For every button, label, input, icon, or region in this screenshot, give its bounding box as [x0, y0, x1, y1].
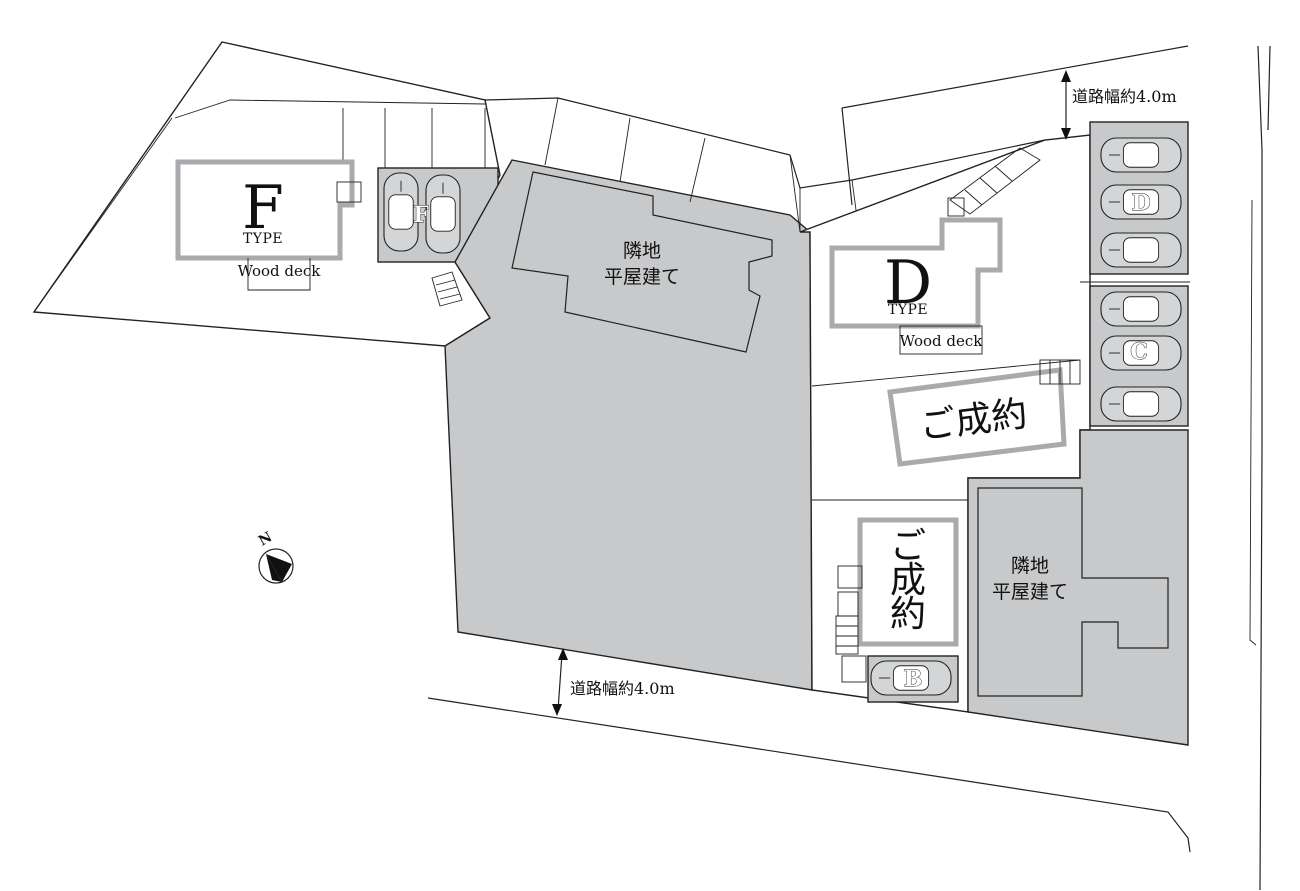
road-width-bottom: 道路幅約4.0m [552, 648, 675, 716]
house-d: D TYPE [829, 217, 1003, 329]
car-d-2 [1100, 184, 1182, 220]
wood-deck-d: Wood deck [899, 325, 984, 355]
car-c-3 [1100, 386, 1182, 422]
stairs-c [1039, 359, 1081, 385]
car-d-3 [1100, 232, 1182, 268]
north-compass-icon: N [256, 529, 294, 584]
neighbor-left-line2: 平屋建て [604, 266, 680, 288]
unit-d-letter: D [884, 248, 932, 318]
wood-deck-d-label: Wood deck [900, 332, 984, 350]
parking-d-badge: D [1131, 190, 1151, 217]
svg-text:C: C [1130, 339, 1148, 365]
unit-f-letter: F [242, 173, 284, 243]
road-right-edge [1249, 45, 1271, 891]
road-width-top-label: 道路幅約4.0m [1072, 87, 1177, 106]
svg-text:B: B [904, 666, 923, 692]
neighbor-left: 隣地 平屋建て [444, 159, 813, 691]
cars [383, 137, 1182, 696]
parking-f-badge: F [413, 202, 430, 229]
sold-lower-building: ご 成 約 [857, 517, 959, 647]
car-c-1 [1100, 291, 1182, 327]
neighbor-left-line1: 隣地 [623, 240, 661, 262]
svg-text:F: F [413, 202, 429, 228]
stairs-d [947, 147, 1041, 217]
car-b-1 [870, 660, 952, 696]
car-c-2 [1100, 335, 1182, 371]
wood-deck-f: Wood deck [238, 258, 322, 291]
stairs-b [835, 565, 867, 683]
parking-c-badge: C [1130, 339, 1148, 366]
sold-center-building: ご成約 [887, 367, 1067, 467]
lot-top-strip [484, 97, 1046, 233]
car-f-2 [425, 174, 461, 254]
wood-deck-f-label: Wood deck [238, 262, 322, 280]
unit-f-type-label: TYPE [243, 231, 283, 247]
sold-lower-line2: 成 [890, 560, 926, 601]
sold-lower-line1: ご [890, 526, 926, 567]
neighbor-right-line1: 隣地 [1011, 555, 1049, 577]
neighbor-right: 隣地 平屋建て [967, 429, 1189, 746]
road-width-bottom-label: 道路幅約4.0m [570, 679, 675, 698]
neighbor-right-line2: 平屋建て [992, 581, 1068, 603]
parking-b-badge: B [903, 666, 923, 693]
sold-lower-line3: 約 [890, 594, 926, 635]
car-f-1 [383, 172, 419, 252]
compass-north-label: N [256, 529, 275, 549]
road-top [841, 45, 1189, 206]
road-bottom [427, 697, 1191, 853]
stairs-f [336, 181, 463, 307]
house-f: F TYPE [175, 159, 355, 261]
unit-d-type-label: TYPE [888, 302, 928, 318]
car-d-1 [1100, 137, 1182, 173]
svg-text:D: D [1131, 190, 1150, 216]
road-width-top: 道路幅約4.0m [1061, 70, 1177, 140]
